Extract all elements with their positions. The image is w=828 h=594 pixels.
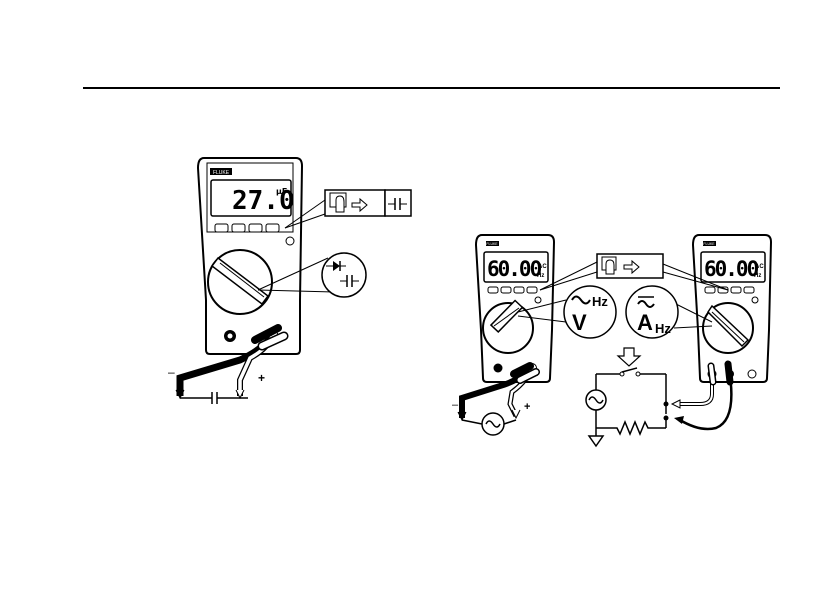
brand-label: FLUKE bbox=[213, 170, 230, 176]
plus-sign: + bbox=[258, 371, 265, 385]
meter-button[interactable] bbox=[266, 224, 279, 232]
middle-multimeter: FLUKE 60.00 AC Hz bbox=[476, 235, 554, 382]
meter-button[interactable] bbox=[731, 287, 741, 293]
meter-button[interactable] bbox=[705, 287, 715, 293]
lcd-reading: 60.00 bbox=[487, 257, 542, 281]
left-multimeter: FLUKE 27.0 μF bbox=[198, 158, 302, 354]
ac-source-icon bbox=[462, 413, 516, 435]
meter-button[interactable] bbox=[744, 287, 754, 293]
right-multimeter: FLUKE 60.00 AC Hz bbox=[693, 235, 771, 382]
switch-icon bbox=[620, 368, 640, 376]
plus-sign: + bbox=[524, 401, 530, 413]
ac-circuit bbox=[586, 368, 669, 446]
lcd-unit-hz: Hz bbox=[754, 273, 761, 279]
ground-icon bbox=[589, 436, 603, 446]
ac-source-icon bbox=[586, 390, 606, 410]
meter-button[interactable] bbox=[232, 224, 245, 232]
com-jack bbox=[494, 364, 503, 373]
resistor-icon bbox=[596, 422, 666, 434]
minus-sign: – bbox=[452, 399, 459, 411]
meter-button[interactable] bbox=[501, 287, 511, 293]
lcd-unit: μF bbox=[276, 187, 287, 196]
lcd-reading: 60.00 bbox=[704, 257, 759, 281]
volts-symbol: V bbox=[572, 310, 587, 335]
down-arrow-icon bbox=[618, 348, 640, 366]
amps-symbol: A bbox=[637, 310, 653, 335]
meter-button[interactable] bbox=[514, 287, 524, 293]
v-jack bbox=[748, 370, 756, 378]
backlight-button[interactable] bbox=[535, 297, 541, 303]
meter-button[interactable] bbox=[215, 224, 228, 232]
minus-sign: – bbox=[168, 365, 175, 379]
meter-button[interactable] bbox=[488, 287, 498, 293]
brand-label: FLUKE bbox=[703, 242, 715, 246]
lcd-unit-ac: AC bbox=[755, 264, 764, 270]
meter-button[interactable] bbox=[249, 224, 262, 232]
backlight-button[interactable] bbox=[752, 297, 758, 303]
meter-button[interactable] bbox=[527, 287, 537, 293]
volts-hz-unit: Hz bbox=[592, 294, 608, 309]
rotary-dial[interactable] bbox=[703, 303, 753, 353]
backlight-button[interactable] bbox=[286, 237, 294, 245]
push-button-callout bbox=[285, 190, 411, 228]
lcd-unit-ac: AC bbox=[538, 264, 547, 270]
amps-hz-unit: Hz bbox=[655, 321, 671, 336]
brand-label: FLUKE bbox=[486, 242, 498, 246]
lcd-unit-hz: Hz bbox=[537, 273, 544, 279]
rotary-dial[interactable] bbox=[208, 250, 272, 314]
